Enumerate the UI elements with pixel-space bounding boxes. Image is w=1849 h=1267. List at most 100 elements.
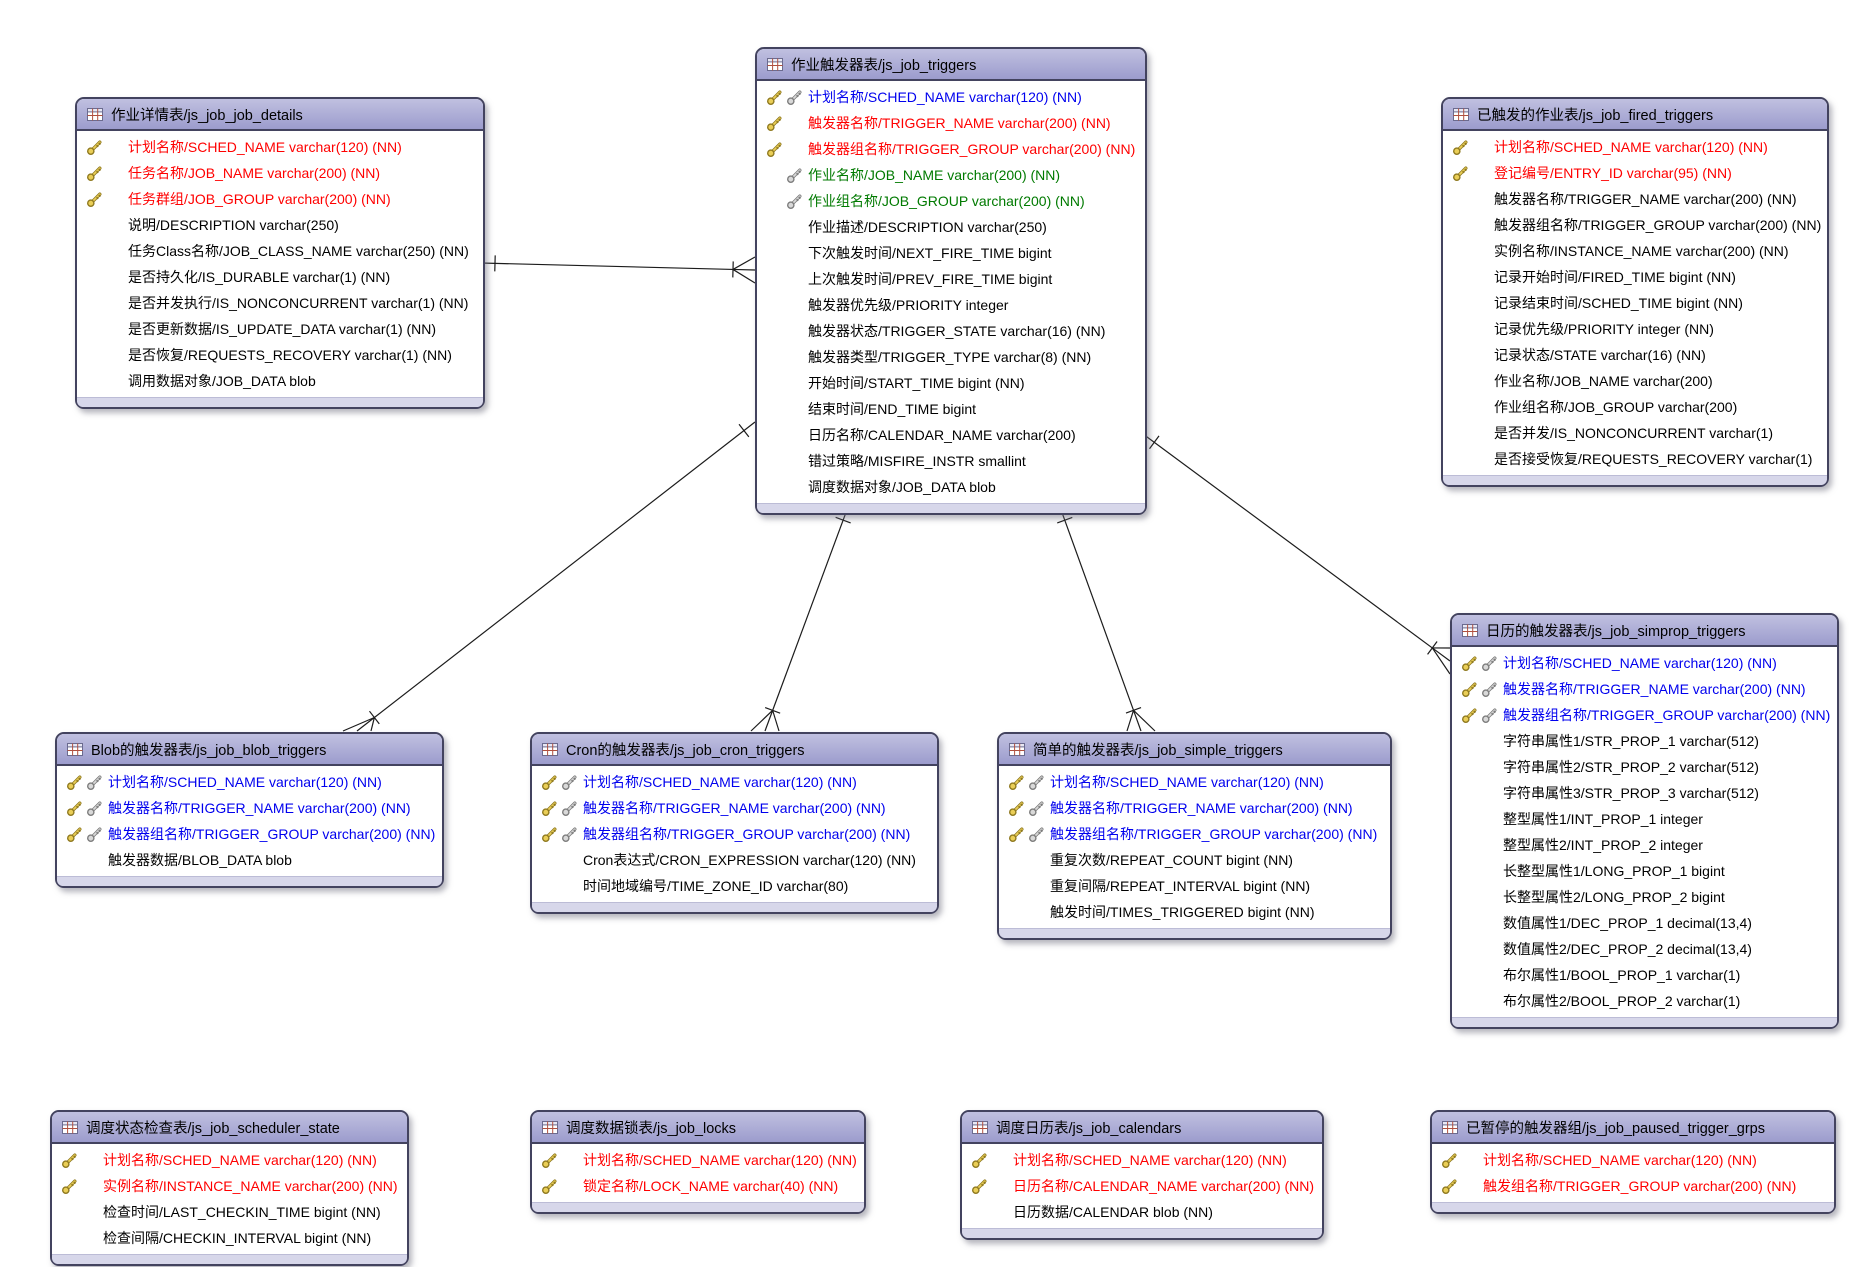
field-row[interactable]: 下次触发时间/NEXT_FIRE_TIME bigint (757, 240, 1145, 266)
field-row[interactable]: 触发器名称/TRIGGER_NAME varchar(200) (NN) (1443, 186, 1827, 212)
table-header[interactable]: 调度数据锁表/js_job_locks (532, 1112, 864, 1144)
field-row[interactable]: 重复间隔/REPEAT_INTERVAL bigint (NN) (999, 873, 1390, 899)
relationship-line[interactable] (1142, 433, 1433, 649)
field-row[interactable]: 实例名称/INSTANCE_NAME varchar(200) (NN) (52, 1173, 407, 1199)
field-row[interactable]: 实例名称/INSTANCE_NAME varchar(200) (NN) (1443, 238, 1827, 264)
field-row[interactable]: 调度数据对象/JOB_DATA blob (757, 474, 1145, 500)
field-row[interactable]: 触发器名称/TRIGGER_NAME varchar(200) (NN) (532, 795, 937, 821)
field-row[interactable]: 记录开始时间/FIRED_TIME bigint (NN) (1443, 264, 1827, 290)
field-row[interactable]: Cron表达式/CRON_EXPRESSION varchar(120) (NN… (532, 847, 937, 873)
field-row[interactable]: 触发器类型/TRIGGER_TYPE varchar(8) (NN) (757, 344, 1145, 370)
field-row[interactable]: 任务群组/JOB_GROUP varchar(200) (NN) (77, 186, 483, 212)
field-row[interactable]: 作业组名称/JOB_GROUP varchar(200) (NN) (757, 188, 1145, 214)
field-row[interactable]: 任务名称/JOB_NAME varchar(200) (NN) (77, 160, 483, 186)
field-row[interactable]: 错过策略/MISFIRE_INSTR smallint (757, 448, 1145, 474)
field-row[interactable]: 日历数据/CALENDAR blob (NN) (962, 1199, 1322, 1225)
field-row[interactable]: 计划名称/SCHED_NAME varchar(120) (NN) (57, 769, 442, 795)
field-row[interactable]: 是否并发/IS_NONCONCURRENT varchar(1) (1443, 420, 1827, 446)
field-row[interactable]: 锁定名称/LOCK_NAME varchar(40) (NN) (532, 1173, 864, 1199)
field-row[interactable]: 计划名称/SCHED_NAME varchar(120) (NN) (532, 1147, 864, 1173)
table-header[interactable]: 作业触发器表/js_job_triggers (757, 49, 1145, 81)
table-js_job_scheduler_state[interactable]: 调度状态检查表/js_job_scheduler_state 计划名称/SCHED… (50, 1110, 409, 1266)
relationship-line[interactable] (1059, 506, 1135, 711)
table-js_job_calendars[interactable]: 调度日历表/js_job_calendars 计划名称/SCHED_NAME va… (960, 1110, 1324, 1240)
field-row[interactable]: 记录状态/STATE varchar(16) (NN) (1443, 342, 1827, 368)
field-row[interactable]: 触发器组名称/TRIGGER_GROUP varchar(200) (NN) (1452, 702, 1837, 728)
field-row[interactable]: 整型属性2/INT_PROP_2 integer (1452, 832, 1837, 858)
table-js_job_locks[interactable]: 调度数据锁表/js_job_locks 计划名称/SCHED_NAME varch… (530, 1110, 866, 1214)
field-row[interactable]: 任务Class名称/JOB_CLASS_NAME varchar(250) (N… (77, 238, 483, 264)
table-js_job_simple_triggers[interactable]: 简单的触发器表/js_job_simple_triggers 计划名称/SCHED… (997, 732, 1392, 940)
field-row[interactable]: 日历名称/CALENDAR_NAME varchar(200) (NN) (962, 1173, 1322, 1199)
field-row[interactable]: 是否恢复/REQUESTS_RECOVERY varchar(1) (NN) (77, 342, 483, 368)
table-js_job_triggers[interactable]: 作业触发器表/js_job_triggers 计划名称/SCHED_NAME va… (755, 47, 1147, 515)
field-row[interactable]: 触发组名称/TRIGGER_GROUP varchar(200) (NN) (1432, 1173, 1834, 1199)
field-row[interactable]: 计划名称/SCHED_NAME varchar(120) (NN) (1432, 1147, 1834, 1173)
field-row[interactable]: 作业名称/JOB_NAME varchar(200) (1443, 368, 1827, 394)
field-row[interactable]: 登记编号/ENTRY_ID varchar(95) (NN) (1443, 160, 1827, 186)
field-row[interactable]: 触发器名称/TRIGGER_NAME varchar(200) (NN) (757, 110, 1145, 136)
field-row[interactable]: 是否接受恢复/REQUESTS_RECOVERY varchar(1) (1443, 446, 1827, 472)
field-row[interactable]: 触发器组名称/TRIGGER_GROUP varchar(200) (NN) (1443, 212, 1827, 238)
field-row[interactable]: 字符串属性2/STR_PROP_2 varchar(512) (1452, 754, 1837, 780)
table-header[interactable]: 作业详情表/js_job_job_details (77, 99, 483, 131)
table-header[interactable]: 简单的触发器表/js_job_simple_triggers (999, 734, 1390, 766)
table-header[interactable]: 已触发的作业表/js_job_fired_triggers (1443, 99, 1827, 131)
field-row[interactable]: 数值属性1/DEC_PROP_1 decimal(13,4) (1452, 910, 1837, 936)
table-header[interactable]: 调度日历表/js_job_calendars (962, 1112, 1322, 1144)
field-row[interactable]: 触发时间/TIMES_TRIGGERED bigint (NN) (999, 899, 1390, 925)
field-row[interactable]: 重复次数/REPEAT_COUNT bigint (NN) (999, 847, 1390, 873)
field-row[interactable]: 计划名称/SCHED_NAME varchar(120) (NN) (77, 134, 483, 160)
field-row[interactable]: 触发器数据/BLOB_DATA blob (57, 847, 442, 873)
field-row[interactable]: 日历名称/CALENDAR_NAME varchar(200) (757, 422, 1145, 448)
field-row[interactable]: 触发器名称/TRIGGER_NAME varchar(200) (NN) (999, 795, 1390, 821)
field-row[interactable]: 开始时间/START_TIME bigint (NN) (757, 370, 1145, 396)
field-row[interactable]: 整型属性1/INT_PROP_1 integer (1452, 806, 1837, 832)
field-row[interactable]: 说明/DESCRIPTION varchar(250) (77, 212, 483, 238)
relationship-line[interactable] (374, 421, 756, 718)
field-row[interactable]: 是否并发执行/IS_NONCONCURRENT varchar(1) (NN) (77, 290, 483, 316)
field-row[interactable]: 触发器优先级/PRIORITY integer (757, 292, 1145, 318)
field-row[interactable]: 调用数据对象/JOB_DATA blob (77, 368, 483, 394)
field-row[interactable]: 计划名称/SCHED_NAME varchar(120) (NN) (757, 84, 1145, 110)
field-row[interactable]: 计划名称/SCHED_NAME varchar(120) (NN) (1452, 650, 1837, 676)
field-row[interactable]: 记录结束时间/SCHED_TIME bigint (NN) (1443, 290, 1827, 316)
field-row[interactable]: 计划名称/SCHED_NAME varchar(120) (NN) (999, 769, 1390, 795)
field-row[interactable]: 字符串属性3/STR_PROP_3 varchar(512) (1452, 780, 1837, 806)
field-row[interactable]: 触发器组名称/TRIGGER_GROUP varchar(200) (NN) (999, 821, 1390, 847)
field-row[interactable]: 记录优先级/PRIORITY integer (NN) (1443, 316, 1827, 342)
field-row[interactable]: 检查间隔/CHECKIN_INTERVAL bigint (NN) (52, 1225, 407, 1251)
field-row[interactable]: 触发器组名称/TRIGGER_GROUP varchar(200) (NN) (532, 821, 937, 847)
field-row[interactable]: 计划名称/SCHED_NAME varchar(120) (NN) (962, 1147, 1322, 1173)
field-row[interactable]: 布尔属性1/BOOL_PROP_1 varchar(1) (1452, 962, 1837, 988)
relationship-line[interactable] (772, 506, 849, 711)
field-row[interactable]: 作业名称/JOB_NAME varchar(200) (NN) (757, 162, 1145, 188)
field-row[interactable]: 作业描述/DESCRIPTION varchar(250) (757, 214, 1145, 240)
field-row[interactable]: 长整型属性2/LONG_PROP_2 bigint (1452, 884, 1837, 910)
field-row[interactable]: 计划名称/SCHED_NAME varchar(120) (NN) (532, 769, 937, 795)
field-row[interactable]: 触发器名称/TRIGGER_NAME varchar(200) (NN) (1452, 676, 1837, 702)
field-row[interactable]: 触发器组名称/TRIGGER_GROUP varchar(200) (NN) (57, 821, 442, 847)
table-header[interactable]: 已暂停的触发器组/js_job_paused_trigger_grps (1432, 1112, 1834, 1144)
field-row[interactable]: 长整型属性1/LONG_PROP_1 bigint (1452, 858, 1837, 884)
field-row[interactable]: 作业组名称/JOB_GROUP varchar(200) (1443, 394, 1827, 420)
field-row[interactable]: 触发器状态/TRIGGER_STATE varchar(16) (NN) (757, 318, 1145, 344)
field-row[interactable]: 布尔属性2/BOOL_PROP_2 varchar(1) (1452, 988, 1837, 1014)
field-row[interactable]: 是否更新数据/IS_UPDATE_DATA varchar(1) (NN) (77, 316, 483, 342)
relationship-line[interactable] (480, 262, 734, 271)
field-row[interactable]: 数值属性2/DEC_PROP_2 decimal(13,4) (1452, 936, 1837, 962)
table-js_job_job_details[interactable]: 作业详情表/js_job_job_details 计划名称/SCHED_NAME … (75, 97, 485, 409)
field-row[interactable]: 计划名称/SCHED_NAME varchar(120) (NN) (52, 1147, 407, 1173)
field-row[interactable]: 结束时间/END_TIME bigint (757, 396, 1145, 422)
table-header[interactable]: 调度状态检查表/js_job_scheduler_state (52, 1112, 407, 1144)
table-js_job_paused_trigger_grps[interactable]: 已暂停的触发器组/js_job_paused_trigger_grps 计划名称/… (1430, 1110, 1836, 1214)
table-js_job_cron_triggers[interactable]: Cron的触发器表/js_job_cron_triggers 计划名称/SCHED… (530, 732, 939, 914)
field-row[interactable]: 是否持久化/IS_DURABLE varchar(1) (NN) (77, 264, 483, 290)
field-row[interactable]: 检查时间/LAST_CHECKIN_TIME bigint (NN) (52, 1199, 407, 1225)
field-row[interactable]: 计划名称/SCHED_NAME varchar(120) (NN) (1443, 134, 1827, 160)
field-row[interactable]: 触发器组名称/TRIGGER_GROUP varchar(200) (NN) (757, 136, 1145, 162)
table-header[interactable]: Cron的触发器表/js_job_cron_triggers (532, 734, 937, 766)
field-row[interactable]: 触发器名称/TRIGGER_NAME varchar(200) (NN) (57, 795, 442, 821)
table-js_job_simprop_triggers[interactable]: 日历的触发器表/js_job_simprop_triggers 计划名称/SCHE… (1450, 613, 1839, 1029)
table-header[interactable]: 日历的触发器表/js_job_simprop_triggers (1452, 615, 1837, 647)
